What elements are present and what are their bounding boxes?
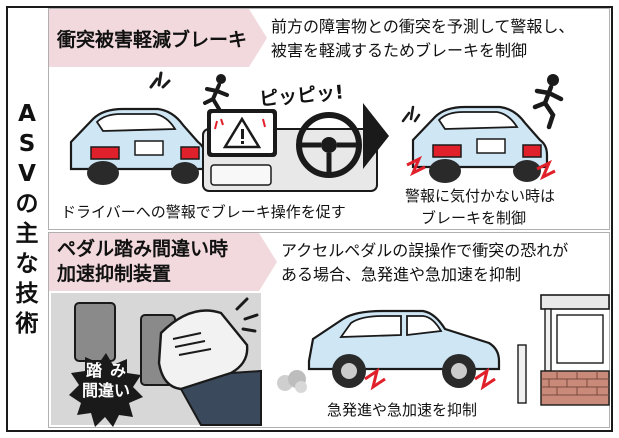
side-title-char: 術 <box>15 311 39 337</box>
section-1-caption-left: ドライバーへの警報でブレーキ操作を促す <box>61 203 346 221</box>
badge-line: 間違い <box>81 381 130 400</box>
pedestrian-icon <box>532 74 564 130</box>
alert-marks-icon <box>149 71 171 89</box>
side-title-char: S <box>18 131 36 157</box>
pedal-foot-illustration <box>51 293 262 426</box>
side-title-char: な <box>15 251 39 277</box>
badge-char: 踏 <box>85 361 102 380</box>
description-line: ある場合、急発進や急加速を抑制 <box>281 265 522 284</box>
transition-arrow-icon <box>363 103 389 169</box>
side-title-char: A <box>18 101 36 127</box>
misstep-badge-shape <box>69 353 143 427</box>
car-braking-illustration <box>406 105 556 183</box>
section-1-caption-right: 警報に気付かない時は ブレーキを制御 <box>405 185 555 229</box>
side-title: A S V の 主 な 技 術 <box>8 12 46 426</box>
caption-line: ブレーキを制御 <box>421 209 527 227</box>
car-side-illustration <box>307 309 501 391</box>
side-title-char: 技 <box>15 281 39 307</box>
building-illustration <box>540 294 610 406</box>
car-rear-illustration <box>69 107 207 185</box>
caption-line: 警報に気付かない時は <box>405 187 556 205</box>
badge-char: み <box>110 361 127 380</box>
side-title-char: の <box>15 191 39 217</box>
description-line: アクセルペダルの誤操作で衝突の恐れが <box>281 241 569 260</box>
side-title-char: 主 <box>15 221 39 247</box>
post-illustration <box>517 344 527 404</box>
section-2-label: ペダル踏み間違い時 加速抑制装置 <box>49 233 277 291</box>
section-1-title: 衝突被害軽減ブレーキ <box>57 28 248 51</box>
section-pedal-misapplication: ペダル踏み間違い時 加速抑制装置 アクセルペダルの誤操作で衝突の恐れが ある場合… <box>48 232 610 428</box>
exhaust-smoke-icon <box>277 370 307 393</box>
section-collision-brake: 衝突被害軽減ブレーキ 前方の障害物との衝突を予測して警報し、 被害を軽減するため… <box>48 8 610 230</box>
description-line: 被害を軽減するためブレーキを制御 <box>271 41 528 60</box>
section-2-description: アクセルペダルの誤操作で衝突の恐れが ある場合、急発進や急加速を抑制 <box>281 239 606 287</box>
alert-marks-icon <box>401 105 421 123</box>
section-2-title-line: 加速抑制装置 <box>57 263 172 285</box>
side-title-char: V <box>18 161 36 187</box>
section-2-caption: 急発進や急加速を抑制 <box>327 401 478 419</box>
section-2-title-line: ペダル踏み間違い時 <box>57 238 229 260</box>
dashboard-illustration <box>202 109 378 192</box>
misstep-badge-text: 踏み 間違い <box>67 361 145 401</box>
section-1-description: 前方の障害物との衝突を予測して警報し、 被害を軽減するためブレーキを制御 <box>271 15 606 63</box>
section-1-label: 衝突被害軽減ブレーキ <box>49 9 267 67</box>
description-line: 前方の障害物との衝突を予測して警報し、 <box>271 17 575 36</box>
